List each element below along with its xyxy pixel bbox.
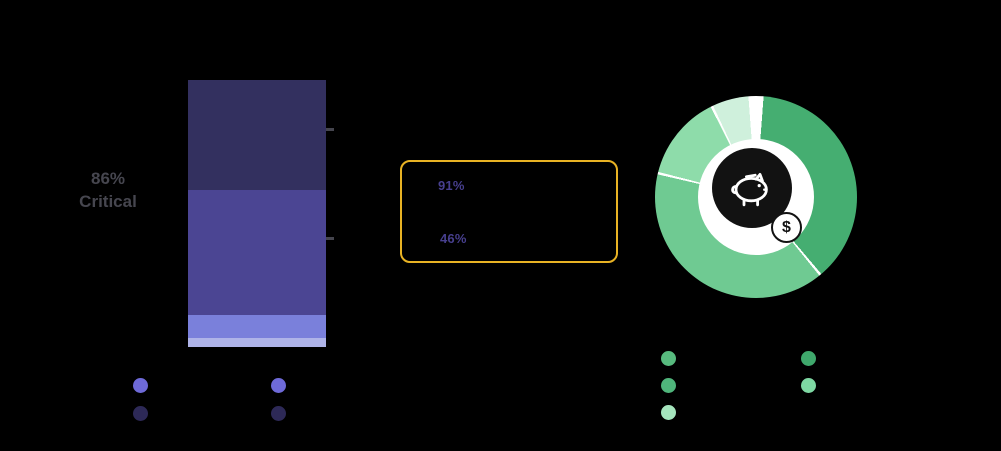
bar-segment-periwinkle [188,314,326,338]
legend-dot [271,378,286,393]
legend-dot [661,351,676,366]
bar-legend [133,378,286,421]
legend-dot [661,405,676,420]
bar-callout-line1: 86% [90,169,126,188]
bar-callout-line2: Critical [79,192,137,211]
callout-box-value-bottom: 46% [440,231,467,246]
bar-segment-bottom-pale-lavender [188,337,326,347]
legend-dot [271,406,286,421]
dollar-symbol: $ [782,218,791,236]
bar-segment-mid-purple [188,190,326,315]
bar-callout: 86% Critical [56,167,160,213]
donut-chart: $ [655,96,857,298]
legend-dot [801,378,816,393]
dollar-icon: $ [771,212,802,243]
callout-box-value-top: 91% [438,178,465,193]
legend-dot [133,406,148,421]
donut-legend [661,351,816,420]
legend-dot [661,378,676,393]
legend-dot [133,378,148,393]
callout-box: 91% 46% [400,160,618,263]
bar-segment-top-dark-indigo [188,80,326,190]
axis-tick [326,128,334,131]
axis-tick [326,237,334,240]
legend-dot [801,351,816,366]
piggy-bank-icon [731,172,768,207]
stacked-bar [188,80,326,347]
